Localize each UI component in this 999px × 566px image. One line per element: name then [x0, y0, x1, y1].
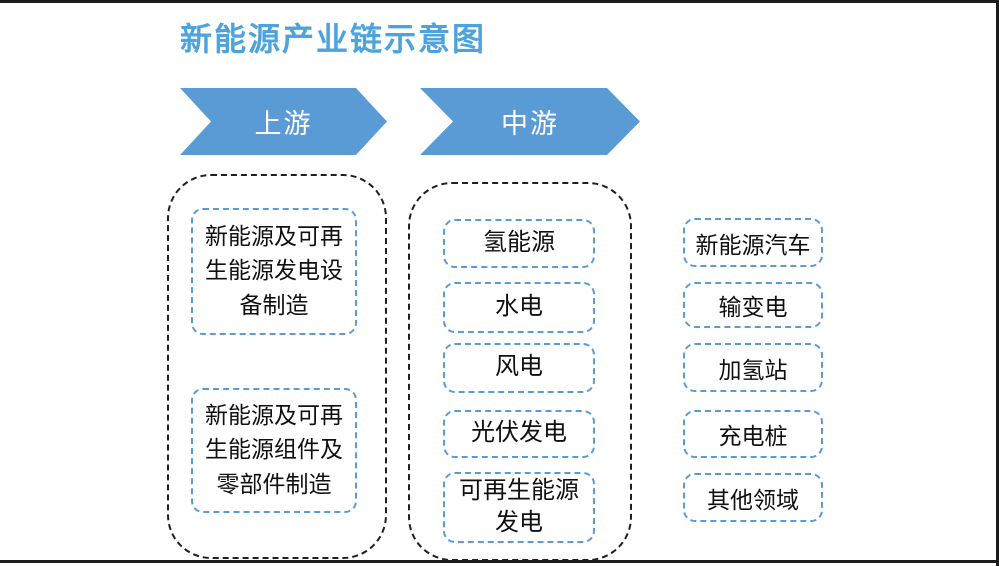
- downstream-item-charging-pile: 充电桩: [683, 410, 823, 458]
- downstream-item-hydrogen-station: 加氢站: [683, 343, 823, 392]
- midstream-item-wind-power: 风电: [443, 343, 595, 393]
- midstream-item-hydrogen-energy: 氢能源: [443, 219, 595, 268]
- frame-bottom-line: [0, 560, 999, 563]
- midstream-item-hydropower: 水电: [443, 282, 595, 333]
- upstream-group-container: [167, 174, 387, 559]
- frame-top-line: [0, 0, 999, 3]
- midstream-item-renewable-generation: 可再生能源发电: [443, 472, 595, 543]
- stage-arrow-midstream: 中游: [420, 88, 640, 155]
- downstream-item-power-transmission: 输变电: [683, 282, 823, 328]
- upstream-item-equipment-manufacturing: 新能源及可再生能源发电设备制造: [191, 208, 357, 335]
- upstream-item-components-manufacturing: 新能源及可再生能源组件及零部件制造: [191, 388, 357, 513]
- downstream-item-other-fields: 其他领域: [683, 473, 823, 522]
- downstream-item-new-energy-vehicles: 新能源汽车: [683, 218, 823, 267]
- page-title: 新能源产业链示意图: [180, 21, 487, 57]
- stage-arrow-midstream-label: 中游: [501, 109, 559, 139]
- stage-arrow-upstream-label: 上游: [254, 109, 313, 139]
- stage-arrow-upstream: 上游: [180, 88, 387, 155]
- midstream-item-solar-power: 光伏发电: [443, 410, 595, 458]
- midstream-group-container: [408, 182, 632, 561]
- frame-right-line: [996, 0, 999, 566]
